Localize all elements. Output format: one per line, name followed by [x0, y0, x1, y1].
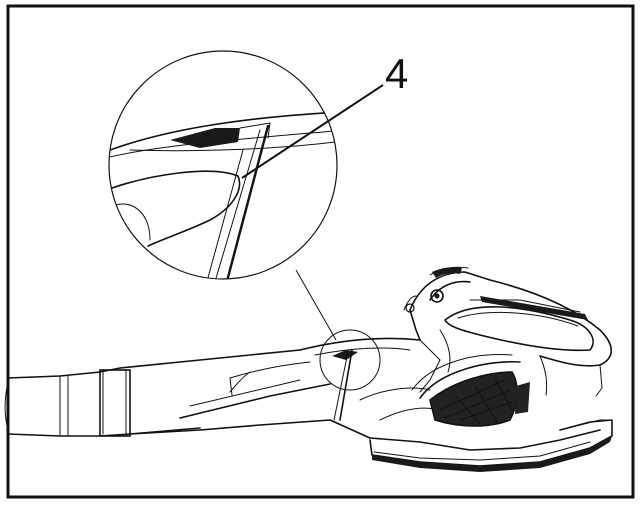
detail-circle — [108, 50, 338, 280]
vent-grille — [429, 371, 518, 427]
magnifier-leader — [295, 269, 337, 341]
blower-nozzle — [7, 349, 301, 379]
figure-frame — [6, 4, 635, 499]
blower-handle — [403, 266, 613, 397]
blower-body — [4, 266, 613, 472]
callout-number-label: 4 — [385, 50, 408, 97]
trigger-switch — [430, 289, 444, 303]
detail-source-circle — [319, 329, 381, 391]
callout-leader — [241, 84, 384, 179]
detail-magnifier — [108, 50, 338, 280]
